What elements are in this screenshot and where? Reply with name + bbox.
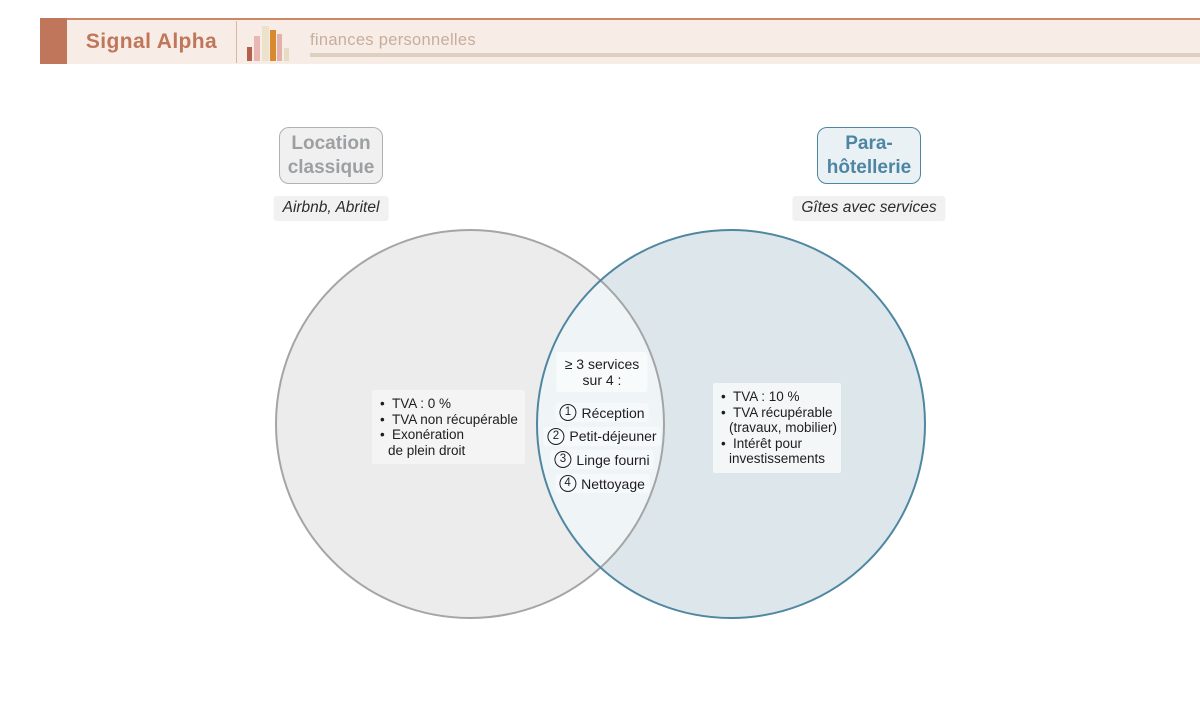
service-item: 4 Nettoyage bbox=[555, 474, 649, 494]
service-list: 1 Réception 2 Petit-déjeuner 3 Linge fou… bbox=[543, 401, 661, 495]
numbered-circle-icon: 3 bbox=[554, 451, 572, 469]
bullet-line: TVA : 10 % bbox=[721, 389, 833, 405]
left-set-title: Location classique bbox=[279, 127, 383, 184]
bullet-line-continuation: investissements bbox=[729, 451, 826, 467]
category-underline bbox=[310, 53, 1200, 57]
right-set-title: Para- hôtellerie bbox=[817, 127, 921, 184]
service-item: 2 Petit-déjeuner bbox=[543, 426, 661, 446]
service-item: 3 Linge fourni bbox=[550, 450, 654, 470]
right-set-subtitle: Gîtes avec services bbox=[792, 196, 946, 221]
bullet-line-continuation: de plein droit bbox=[388, 442, 466, 458]
right-circle-bullets: TVA : 10 % TVA récupérable (travaux, mob… bbox=[713, 383, 841, 473]
category-nav-label[interactable]: finances personnelles bbox=[310, 30, 476, 49]
app-header: Signal Alpha finances personnelles bbox=[40, 18, 1200, 64]
numbered-circle-icon: 2 bbox=[547, 427, 565, 445]
bullet-line: TVA récupérable bbox=[721, 405, 833, 421]
header-top-accent bbox=[40, 18, 1200, 20]
bullet-line-continuation: (travaux, mobilier) bbox=[729, 420, 838, 436]
bullet-line: TVA non récupérable bbox=[380, 412, 518, 428]
left-circle-bullets: TVA : 0 % TVA non récupérable Exonératio… bbox=[372, 390, 525, 465]
right-set-title-line1: Para- bbox=[845, 133, 893, 155]
intersection-content: ≥ 3 services sur 4 : 1 Réception 2 Petit… bbox=[543, 352, 661, 495]
left-set-title-line2: classique bbox=[287, 156, 375, 178]
bullet-line: Exonération bbox=[380, 427, 517, 443]
left-set-subtitle: Airbnb, Abritel bbox=[273, 196, 389, 221]
left-set-title-line1: Location bbox=[291, 133, 371, 155]
service-label: Petit-déjeuner bbox=[569, 428, 657, 445]
numbered-circle-icon: 1 bbox=[559, 404, 577, 422]
service-item: 1 Réception bbox=[555, 403, 649, 423]
numbered-circle-icon: 4 bbox=[559, 475, 577, 493]
bullet-line: TVA : 0 % bbox=[380, 396, 517, 412]
service-label: Nettoyage bbox=[581, 475, 645, 492]
intersection-heading-line1: ≥ 3 services bbox=[564, 356, 640, 372]
service-label: Linge fourni bbox=[576, 451, 650, 468]
header-divider bbox=[236, 21, 237, 63]
intersection-heading: ≥ 3 services sur 4 : bbox=[556, 352, 648, 392]
service-label: Réception bbox=[581, 404, 645, 421]
right-set-title-line2: hôtellerie bbox=[826, 156, 912, 178]
bar-chart-logo-icon bbox=[247, 26, 289, 61]
brand-mark bbox=[40, 18, 67, 64]
brand-title: Signal Alpha bbox=[85, 30, 218, 53]
bullet-line: Intérêt pour bbox=[721, 436, 833, 452]
intersection-heading-line2: sur 4 : bbox=[582, 372, 622, 388]
